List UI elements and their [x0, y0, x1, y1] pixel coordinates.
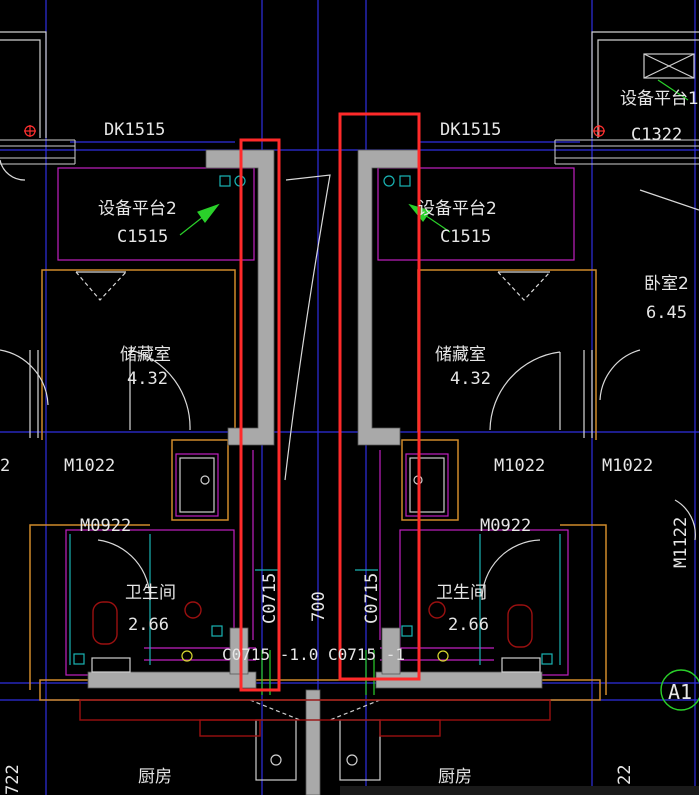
balcony-frames	[0, 31, 699, 138]
highlight-rectangles	[239, 112, 421, 692]
label-m1022-right: M1022	[602, 456, 653, 476]
label-c1322: C1322	[631, 125, 682, 145]
label-bath-left: 卫生间	[125, 583, 176, 603]
label-bath-right-area: 2.66	[448, 615, 489, 635]
cyan-fixtures	[69, 175, 561, 665]
label-storage-right: 储藏室	[435, 345, 486, 365]
label-c1515-left: C1515	[117, 227, 168, 247]
label-dim-center: 700	[309, 591, 329, 622]
highlight-rect-right	[338, 112, 421, 681]
label-bedroom2-area: 6.45	[646, 303, 687, 323]
label-m0922-right: M0922	[480, 516, 531, 536]
text-labels: DK1515 DK1515 设备平台1 C1322 设备平台2 C1515 设备…	[0, 89, 699, 795]
bottom-status-bar	[340, 786, 699, 795]
label-sill-text: C0715 -1.0 C0715 -1	[222, 645, 405, 664]
axis-bubble	[660, 669, 699, 711]
label-bath-right: 卫生间	[436, 583, 487, 603]
label-edge-right-bottom: 22	[615, 765, 635, 785]
label-m1022-mid: M1022	[494, 456, 545, 476]
label-storage-right-area: 4.32	[450, 369, 491, 389]
label-edge-num-left: 2	[0, 456, 10, 476]
label-c1515-right: C1515	[440, 227, 491, 247]
label-storage-left-area: 4.32	[127, 369, 168, 389]
label-dk-left: DK1515	[104, 120, 165, 140]
red-fixtures	[79, 601, 551, 737]
label-m1122: M1122	[671, 517, 691, 568]
label-platform2-right: 设备平台2	[418, 199, 497, 219]
label-axis-a1: A1	[668, 680, 692, 704]
label-m1022-left: M1022	[64, 456, 115, 476]
label-platform2-left: 设备平台2	[98, 199, 177, 219]
yellow-markers	[181, 650, 449, 662]
label-platform1: 设备平台1	[620, 89, 699, 109]
label-c0715-left: C0715	[260, 573, 280, 624]
label-storage-left: 储藏室	[120, 345, 171, 365]
window-strips	[0, 139, 699, 165]
label-bath-left-area: 2.66	[128, 615, 169, 635]
label-kitchen-left: 厨房	[138, 767, 172, 787]
highlight-rect-left	[239, 138, 281, 692]
label-kitchen-right: 厨房	[438, 767, 472, 787]
label-dk-right: DK1515	[440, 120, 501, 140]
label-m0922-left: M0922	[80, 516, 131, 536]
red-target-markers	[24, 125, 605, 137]
label-bedroom2: 卧室2	[644, 274, 689, 294]
door-swings	[0, 159, 699, 601]
label-edge-left-bottom: 722	[3, 764, 23, 795]
label-c0715-right: C0715	[362, 573, 382, 624]
sanitary-fixtures	[91, 457, 541, 781]
